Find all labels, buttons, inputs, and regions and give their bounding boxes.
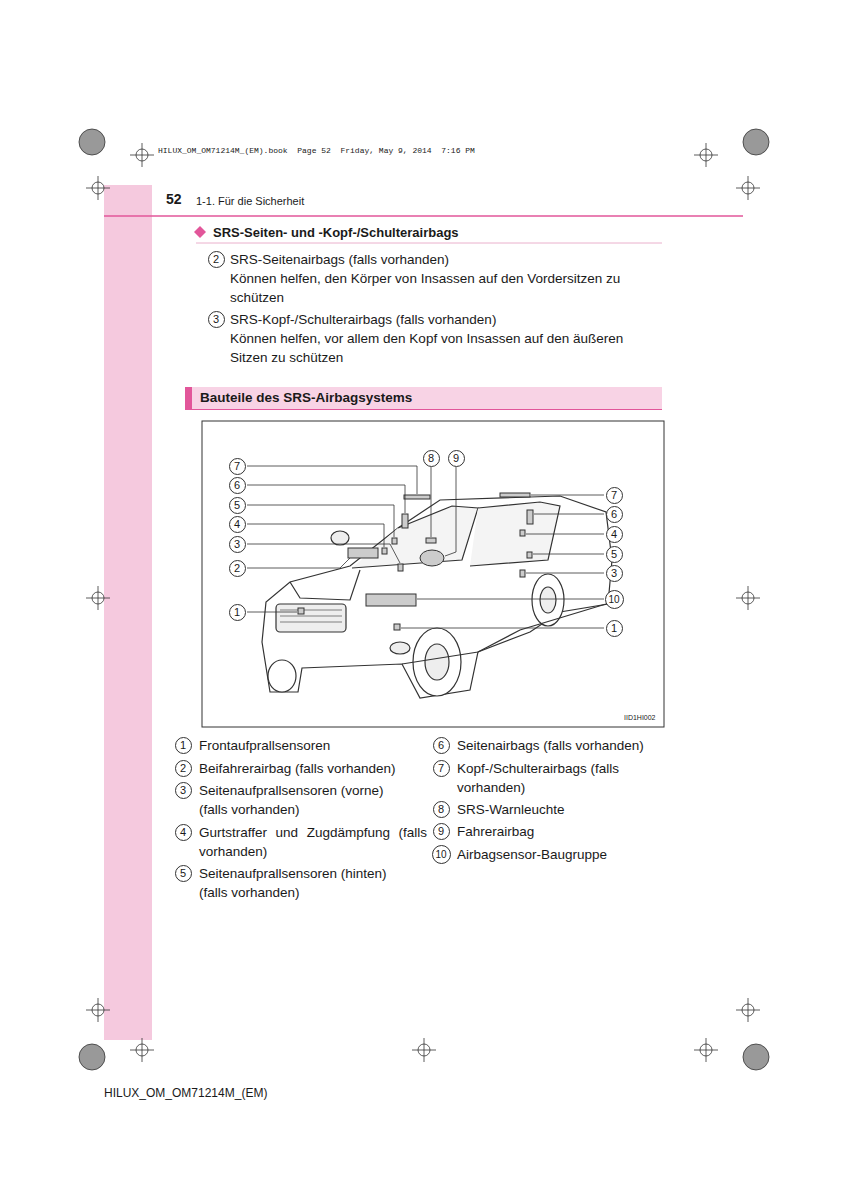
callout-number: 5 bbox=[606, 546, 623, 563]
callout-number: 4 bbox=[606, 526, 623, 543]
callout-number: 9 bbox=[433, 823, 450, 840]
callout-number: 3 bbox=[208, 311, 225, 328]
legend-item: Kopf-/Schulterairbags (falls vorhanden) bbox=[457, 759, 647, 797]
figure-code: IID1HI002 bbox=[624, 713, 656, 722]
callout-number: 10 bbox=[605, 590, 624, 609]
callout-number: 7 bbox=[606, 487, 623, 504]
side-strip bbox=[104, 185, 152, 1040]
callout-number: 1 bbox=[606, 620, 623, 637]
callout-number: 2 bbox=[208, 251, 225, 268]
legend-item: Airbagsensor-Baugruppe bbox=[457, 845, 667, 864]
callout-number: 5 bbox=[175, 865, 192, 882]
legend-item: Gurtstraffer und Zugdämpfung (falls vorh… bbox=[199, 823, 427, 861]
legend-item: Seitenairbags (falls vorhanden) bbox=[457, 736, 667, 755]
callout-number: 7 bbox=[433, 760, 450, 777]
item-text: Können helfen, vor allem den Kopf von In… bbox=[230, 329, 662, 367]
figure-frame bbox=[202, 421, 664, 727]
legend-item: SRS-Warnleuchte bbox=[457, 800, 667, 819]
callout-number: 8 bbox=[433, 801, 450, 818]
callout-number: 2 bbox=[229, 560, 246, 577]
subheading: SRS-Seiten- und -Kopf-/Schulterairbags bbox=[213, 223, 459, 242]
item-text: Können helfen, den Körper von Insassen a… bbox=[230, 269, 662, 307]
callout-number: 3 bbox=[606, 565, 623, 582]
callout-number: 4 bbox=[175, 824, 192, 841]
item-title: SRS-Seitenairbags (falls vorhanden) bbox=[230, 250, 449, 269]
leader-lines bbox=[247, 466, 604, 628]
callout-number: 2 bbox=[175, 760, 192, 777]
callout-number: 7 bbox=[229, 458, 246, 475]
diamond-bullet bbox=[194, 226, 206, 238]
page-number: 52 bbox=[166, 190, 182, 209]
callout-number: 6 bbox=[606, 506, 623, 523]
footer: HILUX_OM_OM71214M_(EM) bbox=[104, 1084, 267, 1103]
callout-number: 1 bbox=[229, 604, 246, 621]
print-slug: HILUX_OM_OM71214M_(EM).book Page 52 Frid… bbox=[158, 146, 475, 156]
callout-number: 3 bbox=[175, 782, 192, 799]
section-band: Bauteile des SRS-Airbagsystems bbox=[185, 387, 662, 410]
legend-item: Fahrerairbag bbox=[457, 822, 667, 841]
callout-number: 10 bbox=[432, 845, 451, 864]
legend-item: Seitenaufprallsensoren (vorne) (falls vo… bbox=[199, 781, 399, 819]
legend-item: Beifahrerairbag (falls vorhanden) bbox=[199, 759, 424, 778]
callout-number: 8 bbox=[423, 450, 440, 467]
callout-number: 6 bbox=[229, 477, 246, 494]
callout-number: 5 bbox=[229, 497, 246, 514]
callout-number: 9 bbox=[448, 450, 465, 467]
callout-number: 3 bbox=[229, 536, 246, 553]
callout-number: 6 bbox=[433, 737, 450, 754]
legend-item: Frontaufprallsensoren bbox=[199, 736, 424, 755]
crop-marks bbox=[79, 129, 769, 1070]
airbag-parts bbox=[298, 493, 533, 630]
running-header: 1-1. Für die Sicherheit bbox=[196, 192, 304, 211]
pickup-illustration bbox=[262, 496, 612, 698]
section-heading: Bauteile des SRS-Airbagsystems bbox=[192, 387, 662, 409]
item-title: SRS-Kopf-/Schulterairbags (falls vorhand… bbox=[230, 310, 496, 329]
callout-number: 4 bbox=[229, 516, 246, 533]
legend-item: Seitenaufprallsensoren (hinten) (falls v… bbox=[199, 864, 404, 902]
callout-number: 1 bbox=[175, 737, 192, 754]
